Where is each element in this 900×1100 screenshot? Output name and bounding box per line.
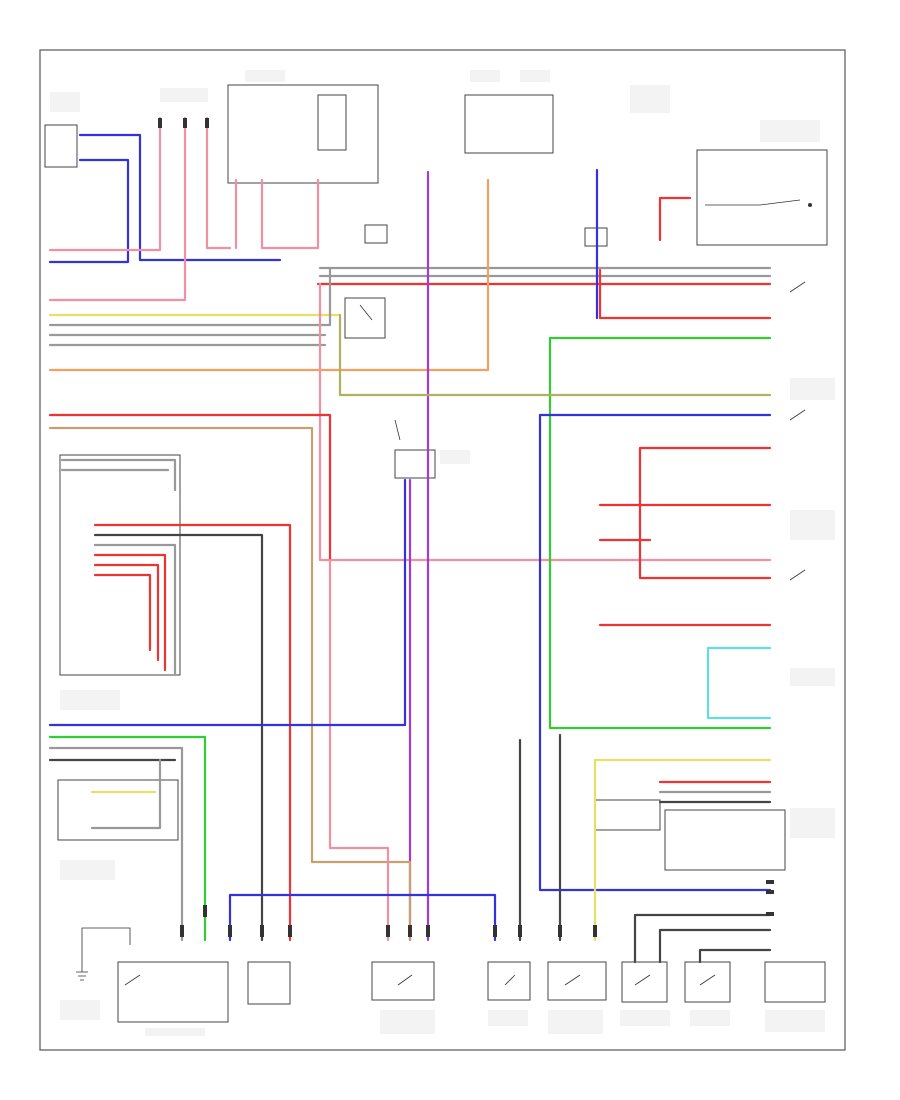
wire-red-block-1 — [93, 553, 167, 672]
right-lower-box-a — [594, 799, 661, 831]
left-bracket — [81, 927, 131, 945]
wire-gray-lower-left-2 — [90, 758, 162, 830]
wire-tan-mid-left — [48, 426, 412, 942]
wire-dark-long-1 — [93, 533, 264, 942]
wire-red-block-3 — [93, 573, 152, 652]
wire-red-mid-left — [48, 413, 332, 562]
wire-red-block-2 — [93, 563, 160, 662]
radiator-fan — [684, 961, 731, 1003]
wire-gray-block-1 — [60, 458, 177, 492]
wire-blue-1 — [78, 133, 282, 262]
wire-blue-bottom — [228, 893, 497, 942]
wire-pink-5 — [260, 178, 320, 250]
wire-gray-block-3 — [93, 543, 177, 677]
wire-gray-left-1 — [48, 266, 332, 327]
power-transistor — [117, 961, 229, 1023]
lower-left-sensor — [57, 779, 179, 841]
top-left-sensor — [44, 124, 78, 168]
blower-motor — [247, 961, 291, 1005]
wire-red-right-1 — [638, 446, 772, 580]
wire-dark-cond — [633, 913, 772, 964]
wire-green-lower-left — [48, 735, 207, 942]
condenser-fan — [621, 961, 668, 1003]
component-boxes — [44, 84, 828, 1023]
wire-olive-right — [338, 313, 772, 397]
wire-dark-rad-2 — [698, 948, 772, 964]
wire-pink-2 — [48, 116, 187, 302]
wire-red-long-1 — [93, 523, 292, 942]
wire-red-upper-right — [598, 196, 772, 320]
wire-blue-long — [538, 413, 772, 892]
ground-symbol — [76, 935, 88, 981]
wire-dark-rad — [658, 928, 772, 964]
switch-symbols — [124, 199, 812, 986]
joint-connector-left — [59, 454, 181, 676]
wire-yellow-right — [593, 758, 772, 942]
intake-door-actuator — [547, 961, 607, 1001]
wire-orange-left — [48, 178, 490, 372]
wire-cyan — [706, 646, 772, 720]
relay-box-right — [464, 94, 554, 154]
joint-connector-a — [364, 224, 388, 244]
wire-pink-3 — [205, 116, 232, 250]
evap-temp-sensor — [371, 961, 435, 1001]
wire-pink-down — [318, 282, 772, 562]
mode-door-actuator — [487, 961, 531, 1001]
wire-pink-1 — [48, 116, 162, 252]
wire-pink-long-1 — [328, 558, 390, 942]
wire-blue-2 — [48, 158, 130, 264]
wire-blue-lower-left — [48, 478, 407, 727]
relay-box-left — [317, 94, 347, 151]
wire-gray-lower-left — [48, 746, 184, 942]
right-front-box — [696, 149, 828, 246]
right-lower-box-b — [664, 809, 786, 871]
center-relay — [344, 297, 386, 339]
joint-connector-center — [394, 449, 436, 479]
small-labels — [50, 70, 835, 1036]
wire-green-right — [548, 336, 772, 730]
diagram-frame — [39, 49, 846, 1051]
hot-at-all-times-box — [227, 84, 379, 184]
fan-control-relay — [764, 961, 826, 1003]
connector-pins — [158, 118, 774, 937]
